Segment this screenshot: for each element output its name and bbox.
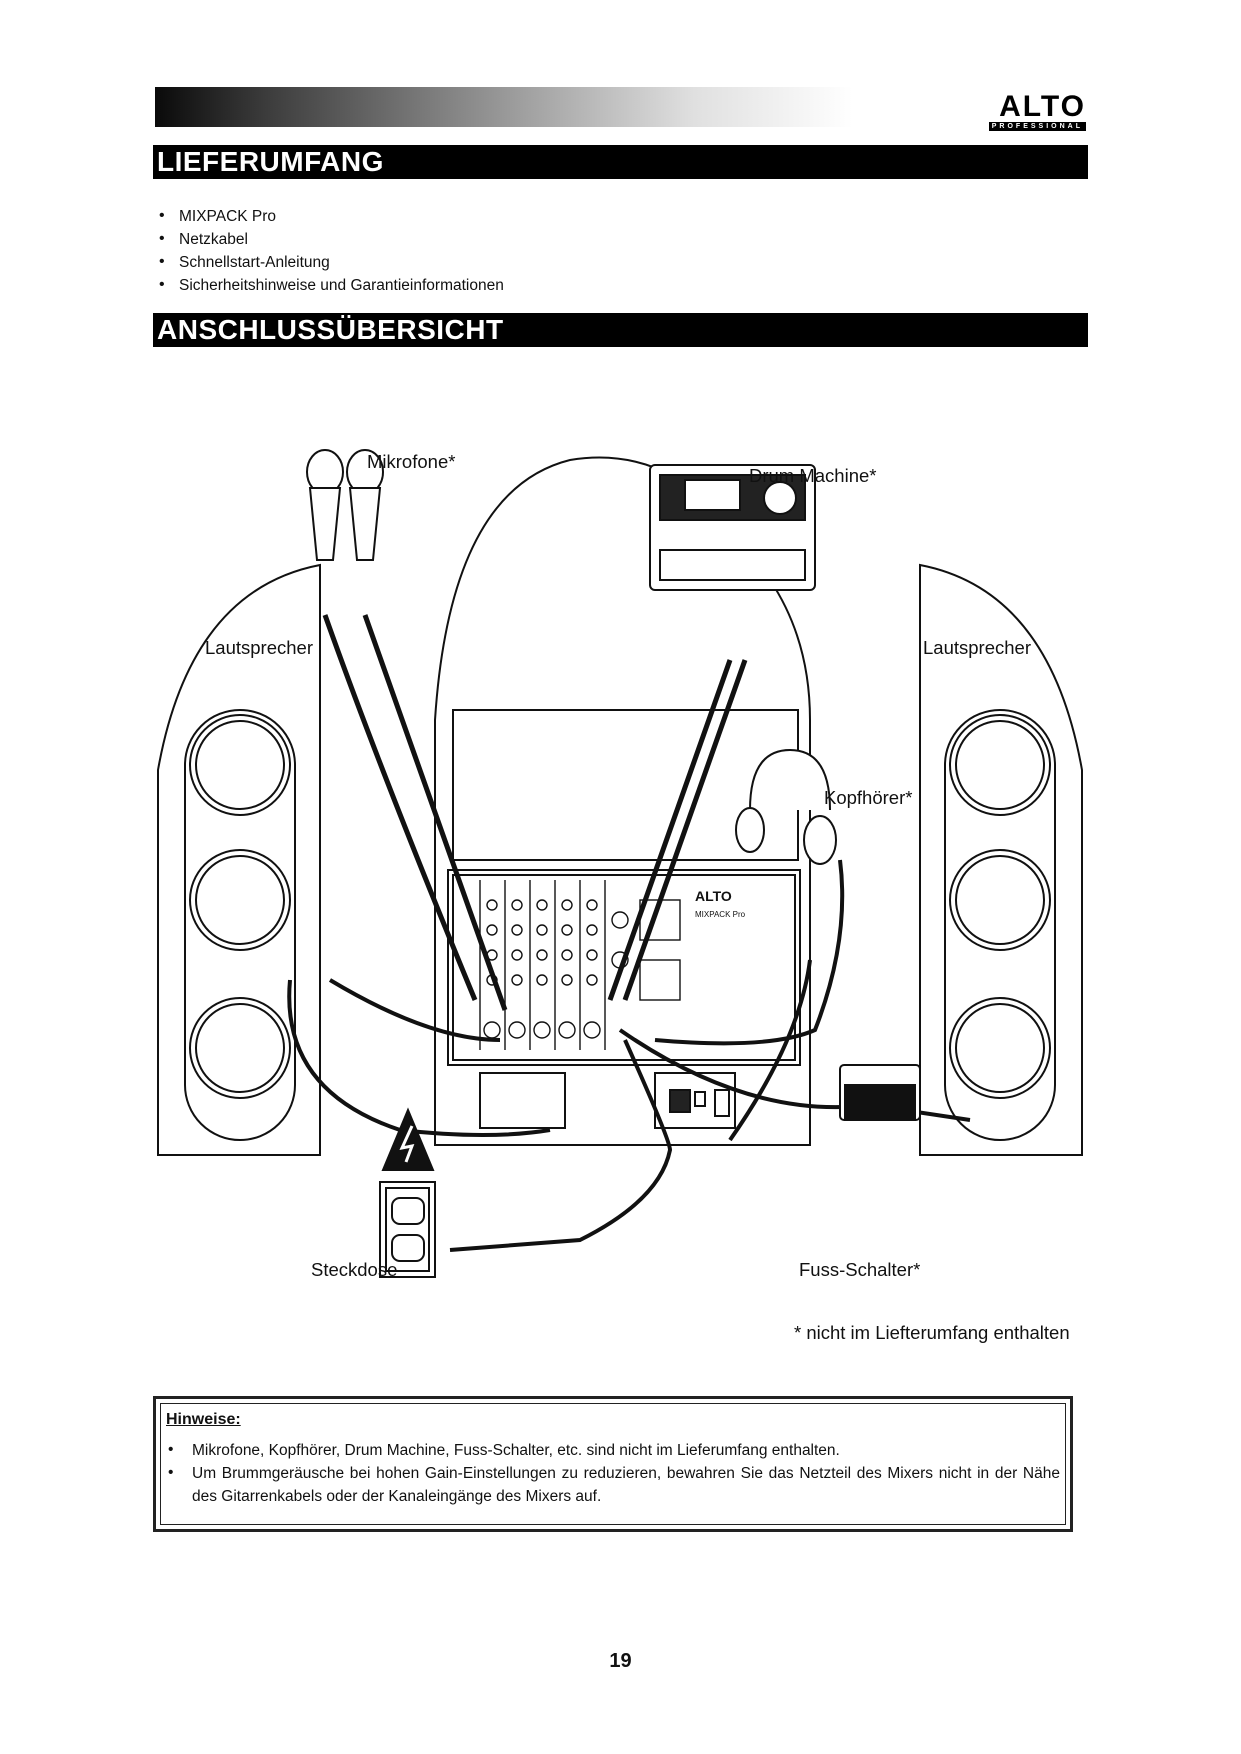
notes-list: Mikrofone, Kopfhörer, Drum Machine, Fuss…	[168, 1438, 1060, 1508]
drum-machine-device	[649, 464, 816, 591]
section-heading-overview: ANSCHLUSSÜBERSICHT	[153, 313, 1088, 347]
label-headphones: Kopfhörer*	[824, 787, 913, 808]
mixpack-unit	[434, 456, 811, 1146]
label-speaker-right: Lautsprecher	[923, 637, 1031, 658]
section-heading-contents: LIEFERUMFANG	[153, 145, 1088, 179]
list-item: Sicherheitshinweise und Garantieinformat…	[159, 273, 504, 297]
right-speaker	[919, 563, 1083, 1156]
connection-diagram: ALTO MIXPACK Pro	[157, 449, 1083, 1278]
footswitch-device	[839, 1064, 921, 1121]
label-footswitch: Fuss-Schalter*	[799, 1259, 921, 1280]
label-speaker-left: Lautsprecher	[205, 637, 313, 658]
contents-list: MIXPACK Pro Netzkabel Schnellstart-Anlei…	[159, 204, 504, 297]
power-outlet	[379, 1107, 436, 1278]
label-outlet: Steckdose	[311, 1259, 398, 1280]
list-item: Um Brummgeräusche bei hohen Gain-Einstel…	[168, 1461, 1060, 1508]
mixer-brand: ALTO	[695, 888, 732, 904]
page-number: 19	[609, 1650, 632, 1672]
footnote: * nicht im Liefterumfang enthalten	[794, 1322, 1070, 1343]
notes-inner-border	[160, 1403, 1066, 1525]
label-microphones: Mikrofone*	[367, 451, 456, 472]
label-drum-machine: Drum Machine*	[749, 465, 877, 486]
logo-tagline: PROFESSIONAL	[988, 122, 1086, 131]
list-item: Netzkabel	[159, 227, 504, 251]
notes-box: Hinweise: Mikrofone, Kopfhörer, Drum Mac…	[153, 1396, 1073, 1532]
left-speaker	[157, 563, 321, 1156]
logo-text: ALTO	[999, 90, 1086, 123]
alto-logo: ALTO PROFESSIONAL	[988, 90, 1086, 131]
microphone-pair	[306, 449, 384, 561]
mixer-model: MIXPACK Pro	[695, 910, 746, 919]
list-item: Mikrofone, Kopfhörer, Drum Machine, Fuss…	[168, 1438, 1060, 1462]
header-gradient-bar	[155, 87, 1085, 127]
list-item: Schnellstart-Anleitung	[159, 250, 504, 274]
headphones-device	[735, 748, 837, 865]
notes-title: Hinweise:	[166, 1411, 241, 1428]
mixer-channels	[479, 880, 681, 1050]
list-item: MIXPACK Pro	[159, 204, 504, 228]
